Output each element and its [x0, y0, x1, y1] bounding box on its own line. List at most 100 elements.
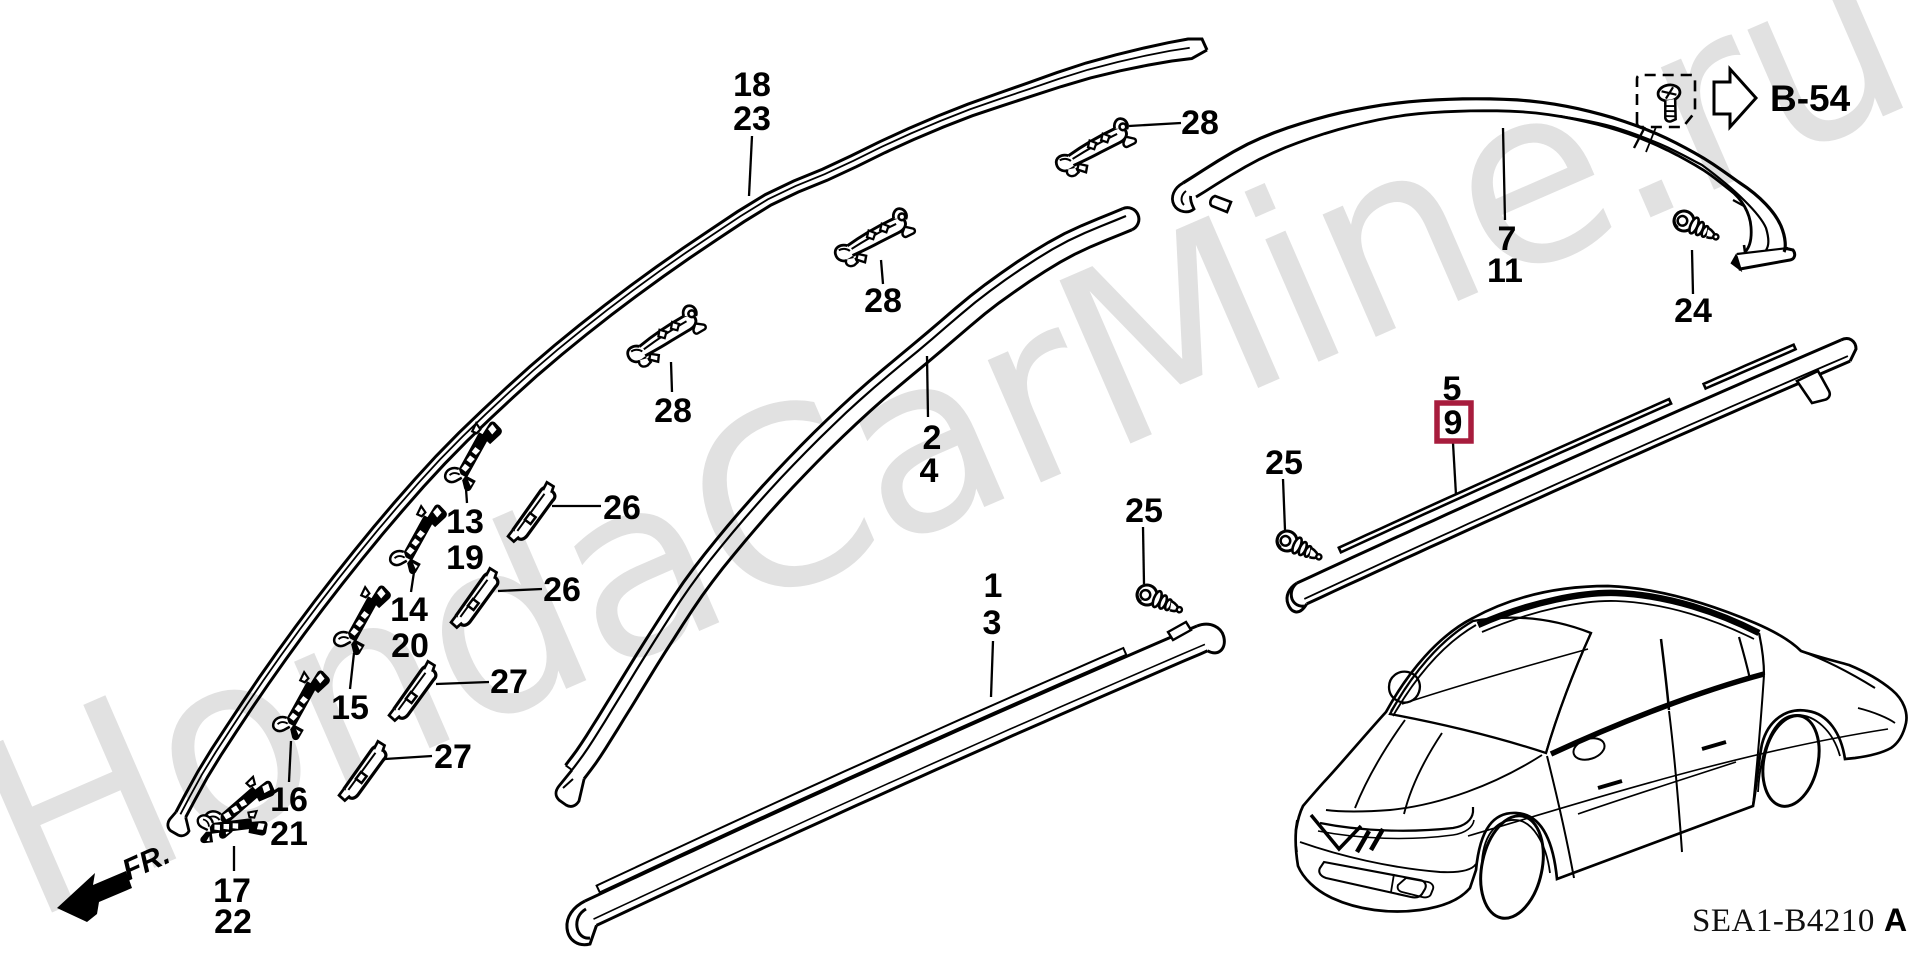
car-windshield-line [1401, 648, 1589, 705]
leader-lines [232, 121, 1695, 871]
car-front-arch-lip [1481, 819, 1551, 874]
clip-28-c [619, 302, 713, 371]
molding-18-23-inner-line [179, 46, 1190, 815]
callout-25-a: 25 [1265, 444, 1303, 482]
b54-arrow-icon [1712, 65, 1759, 131]
car-headlight [1319, 807, 1475, 832]
molding-2-4-bottom-edge [582, 228, 1133, 780]
part-sill-molding-1-3 [565, 620, 1226, 947]
molding-2-4-end-hook [554, 769, 586, 808]
molding-5-9-inner-line [1303, 355, 1849, 600]
molding-18-23-end-cap [166, 811, 191, 838]
car-grille [1309, 813, 1363, 852]
clip-28-b [829, 205, 920, 270]
part-pillar-molding-7-11 [1171, 97, 1797, 273]
leader-25-a [1281, 478, 1287, 531]
car-fender-line [1325, 754, 1543, 813]
highlight-box-9 [1434, 400, 1474, 444]
callout-18: 18 [733, 66, 771, 104]
molding-7-11-end-cap-inner1 [1736, 246, 1789, 256]
callout-5: 5 [1443, 370, 1462, 408]
car-fog-lamp [1396, 876, 1435, 899]
diagram-code: SEA1-B4210 A [1692, 902, 1907, 939]
leader-28-c [669, 361, 674, 393]
leader-16-21 [287, 740, 293, 783]
leader-28-b [879, 259, 885, 285]
leader-25-b [1141, 526, 1146, 585]
molding-7-11-channel-lip [1559, 114, 1770, 251]
molding-5-9-tab [1795, 369, 1832, 405]
callout-1: 1 [984, 567, 1003, 605]
leader-15 [348, 652, 356, 690]
callout-26-b: 26 [543, 571, 581, 609]
callout-17: 17 [213, 872, 251, 910]
molding-2-4-end-hook-inner [562, 764, 574, 789]
callout-28-c: 28 [654, 392, 692, 430]
car-door-handle-front [1597, 779, 1623, 790]
callout-9: 9 [1444, 404, 1463, 442]
car-side-crease [1467, 728, 1889, 837]
car-quarter-seam [1752, 674, 1765, 807]
car-hood-crease-1 [1354, 719, 1406, 809]
car-belt-molding-bold [1549, 671, 1765, 757]
car-bumper-seam [1299, 841, 1477, 874]
molding-5-9-left-end [1285, 581, 1308, 614]
leader-27-a [435, 680, 490, 686]
car-c-pillar-front [1737, 636, 1752, 680]
car-mirror [1387, 670, 1421, 704]
car-bumper-lip [1390, 873, 1395, 893]
screw-25-a [1272, 526, 1328, 568]
molding-5-9-right-end [1840, 337, 1858, 362]
callout-15: 15 [331, 689, 369, 727]
callout-3: 3 [983, 604, 1002, 642]
b54-screw-icon [1656, 83, 1682, 123]
car-rear-wheel [1761, 714, 1821, 808]
reference-b54: B-54 [1635, 65, 1851, 131]
car-headlight-far [1294, 819, 1298, 853]
callout-16: 16 [270, 781, 308, 819]
car-hood-crease-2 [1403, 732, 1443, 815]
callout-19: 19 [446, 539, 484, 577]
molding-1-3-left-end [565, 899, 598, 947]
molding-2-4-top-far-edge [564, 207, 1124, 767]
molding-1-3-bottom-edge [595, 649, 1209, 927]
car-sketch [1294, 584, 1908, 920]
callout-25-b: 25 [1125, 492, 1163, 530]
molding-7-11-end-cap [1734, 246, 1797, 271]
callout-26-a: 26 [603, 489, 641, 527]
car-bumper-intake [1318, 860, 1427, 899]
car-a-pillar-line [1392, 624, 1477, 717]
callout-4: 4 [920, 452, 939, 490]
molding-7-11-seam [1632, 126, 1647, 149]
callout-14: 14 [390, 591, 428, 629]
car-quarter-edge [1757, 632, 1766, 676]
callout-7: 7 [1498, 220, 1517, 258]
car-front-door-seam [1546, 755, 1575, 879]
car-mirror-stalk [1390, 699, 1399, 712]
part-roof-molding-18-23 [166, 37, 1209, 838]
callout-22: 22 [214, 903, 252, 941]
molding-1-3-inner-line [593, 643, 1206, 920]
molding-7-11-end-cap-inner2 [1732, 199, 1745, 207]
molding-7-11-end-cap-tip [1730, 252, 1743, 273]
molding-1-3-lip [595, 646, 1128, 894]
car-b-pillar [1659, 638, 1671, 711]
b54-label: B-54 [1770, 78, 1851, 119]
part-belt-molding-5-9 [1285, 337, 1858, 614]
callout-27-b: 27 [434, 738, 472, 776]
diagram-code-text: SEA1-B4210 [1692, 903, 1875, 939]
molding-18-23-upper-edge [174, 37, 1209, 813]
callout-21: 21 [270, 815, 308, 853]
fr-arrow-icon [57, 871, 132, 922]
leader-5-9 [1451, 442, 1458, 496]
molding-2-4-end-face [1122, 206, 1141, 232]
molding-7-11-end-cap-base [1742, 244, 1747, 253]
molding-5-9-bottom-edge [1306, 359, 1851, 606]
diagram-code-revision: A [1884, 902, 1907, 938]
molding-1-3-right-cap [1196, 622, 1226, 655]
car-roof-molding-bold [1476, 589, 1761, 636]
callout-24: 24 [1674, 292, 1712, 330]
leader-27-b [384, 754, 433, 761]
callout-28-a: 28 [1181, 104, 1219, 142]
